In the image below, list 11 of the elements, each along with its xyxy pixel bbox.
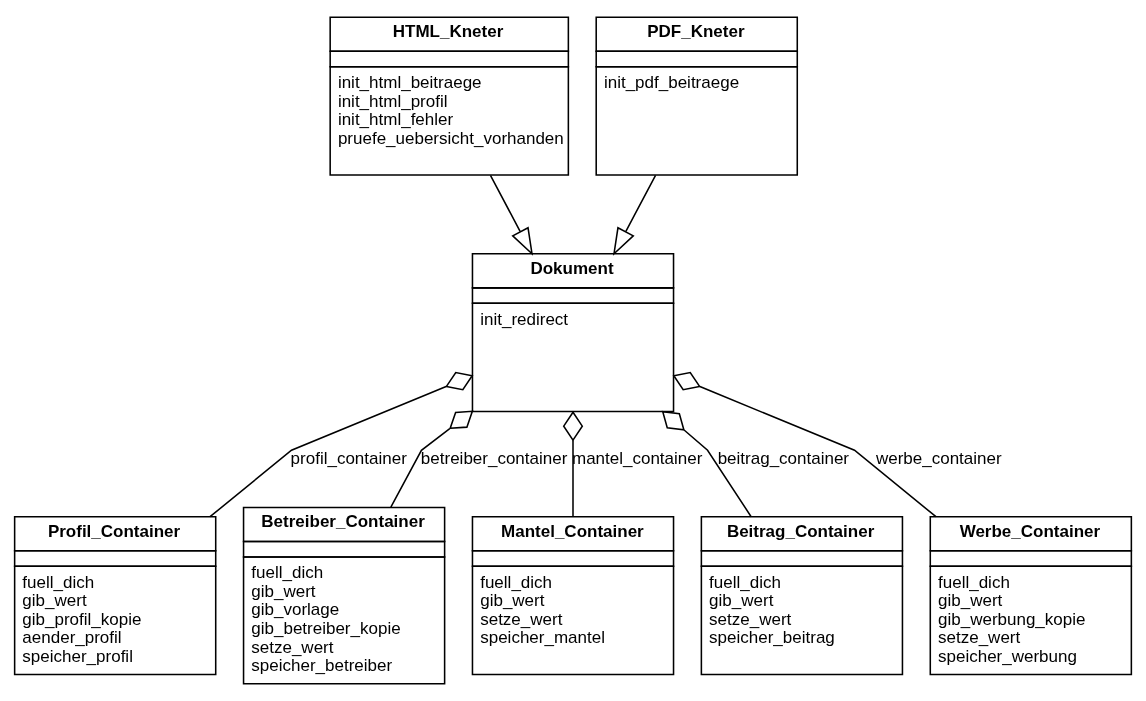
connector: [562, 410, 584, 518]
arrow: [612, 174, 657, 256]
connector: [390, 410, 474, 508]
connector: [672, 371, 937, 518]
connector: [209, 371, 474, 518]
edge-label: profil_container: [290, 448, 407, 468]
edge-label: beitrag_container: [717, 448, 850, 468]
edge-label: betreiber_container: [420, 448, 568, 468]
connector: [661, 410, 752, 518]
arrow: [489, 174, 534, 256]
edge-label: werbe_container: [875, 448, 1002, 468]
